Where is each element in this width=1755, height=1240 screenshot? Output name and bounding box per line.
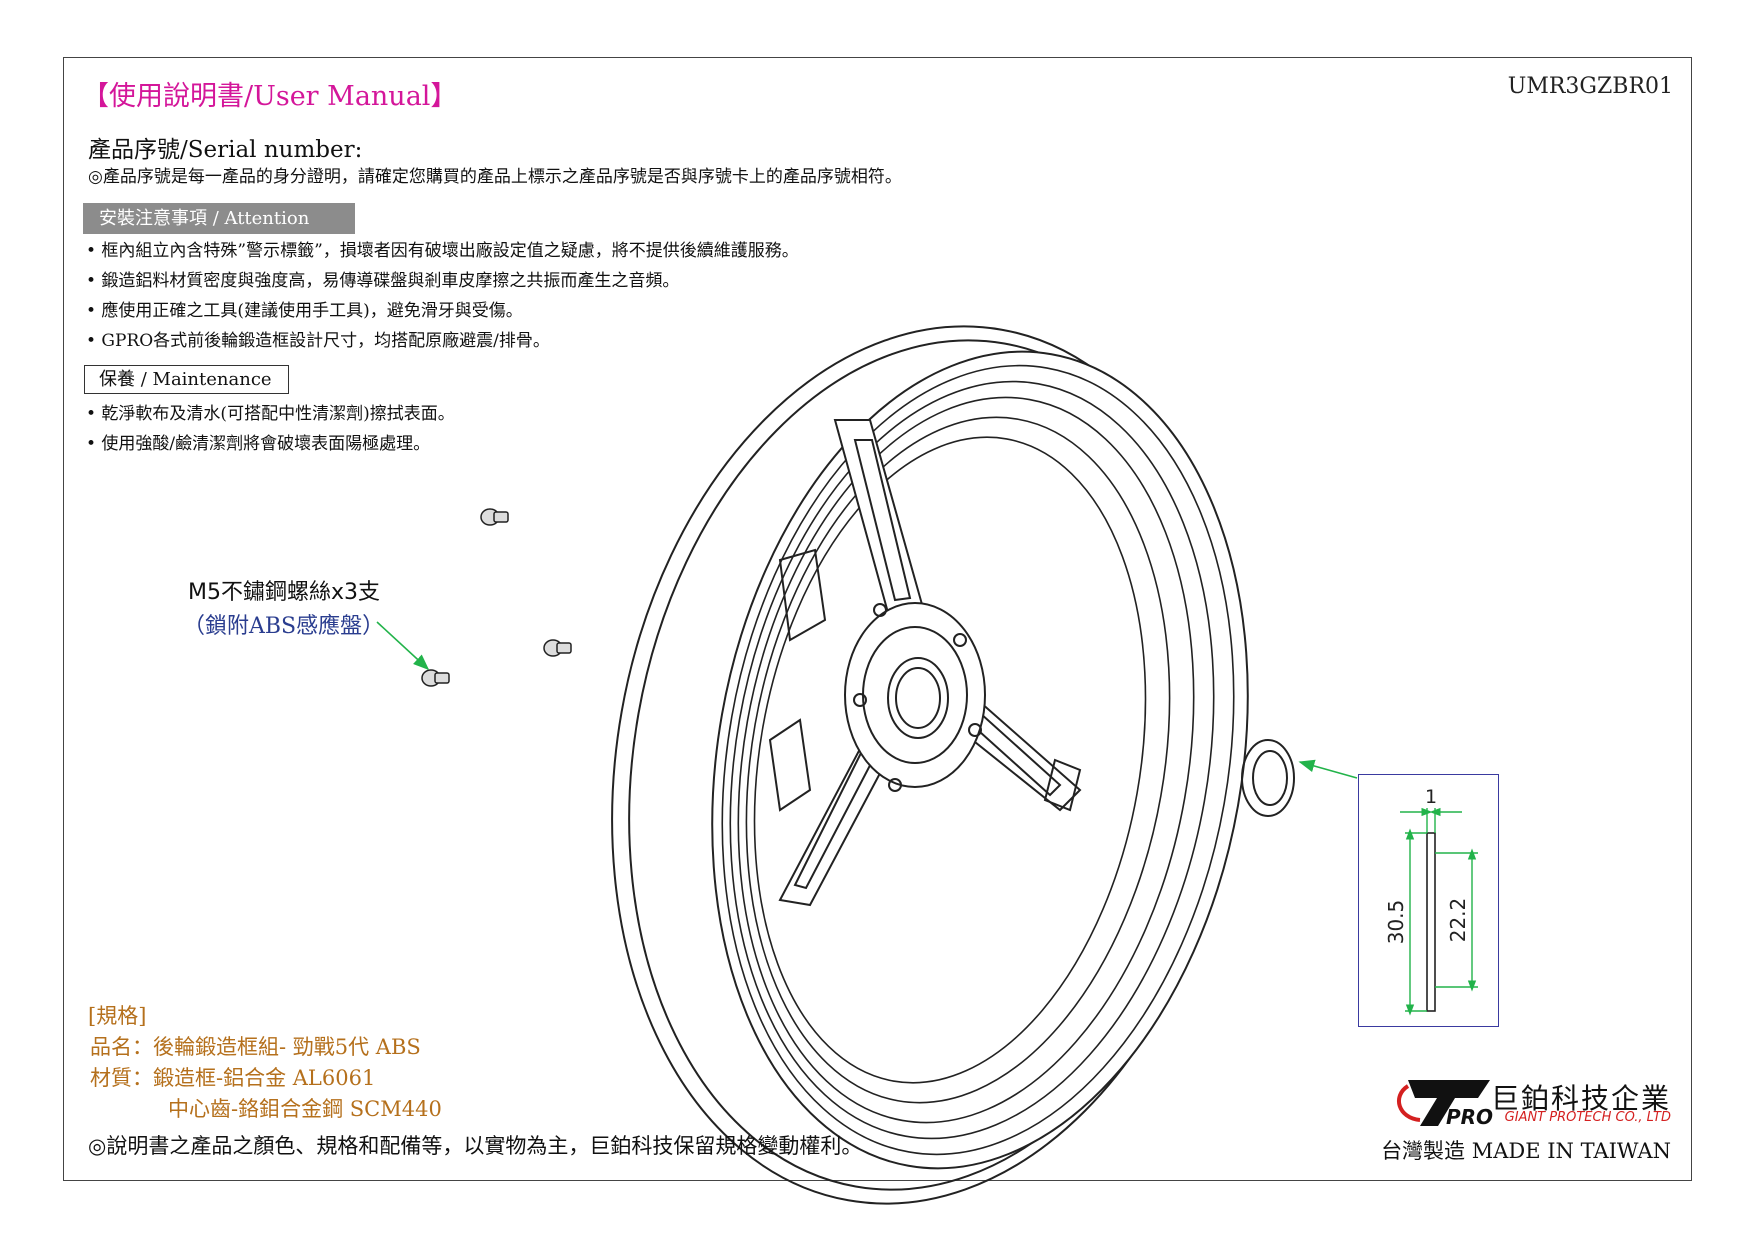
company-name-en: GIANT PROTECH CO., LTD [1504,1110,1671,1125]
made-in-label: 台灣製造 MADE IN TAIWAN [1381,1139,1671,1163]
logo-text: PRO [1446,1105,1493,1129]
serial-number-heading: 產品序號/Serial number: [88,137,363,163]
spec-material-rim: 材質：鍛造框-鋁合金 AL6061 [90,1066,376,1090]
gpro-logo: PRO [1396,1080,1493,1129]
screw-label: M5不鏽鋼螺絲x3支 [188,580,380,605]
attention-heading: 安裝注意事項 / Attention [83,203,355,234]
wheel-rim-front [711,350,1249,1170]
serial-number-note: ◎產品序號是每一產品的身分證明，請確定您購買的產品上標示之產品序號是否與序號卡上… [88,167,902,187]
attention-item: • 鍛造鋁料材質密度與強度高，易傳導碟盤與剎車皮摩擦之共振而產生之音頻。 [86,271,680,291]
disclaimer: ◎說明書之產品之顏色、規格和配備等，以實物為主，巨鉑科技保留規格變動權利。 [88,1134,863,1158]
company-name-zh: 巨鉑科技企業 [1490,1082,1671,1115]
dim-thickness: 1 [1425,786,1437,808]
spacer-detail [1400,807,1478,1016]
screw-note: （鎖附ABS感應盤） [183,614,385,639]
attention-item: • 框內組立內含特殊”警示標籤”，損壞者因有破壞出廠設定值之疑慮，將不提供後續維… [86,241,799,261]
dim-inner-diameter: 22.2 [1446,898,1470,943]
spec-heading: [規格] [88,1004,147,1028]
manual-title: 【使用說明書/User Manual】 [82,81,458,112]
screw-leader [376,621,430,671]
spacer-detail-box [1358,774,1499,1027]
screw-icon [421,508,572,687]
wheel-hub [768,419,1082,907]
maintenance-item: • 乾淨軟布及清水(可搭配中性清潔劑)擦拭表面。 [86,404,455,424]
maintenance-heading: 保養 / Maintenance [84,365,289,394]
spacer-ring [1241,739,1295,817]
spec-material-hub: 中心齒-鉻鉬合金鋼 SCM440 [168,1097,442,1121]
spec-product-name: 品名：後輪鍛造框組- 勁戰5代 ABS [90,1035,421,1059]
document-code: UMR3GZBR01 [1507,74,1673,99]
maintenance-item: • 使用強酸/鹼清潔劑將會破壞表面陽極處理。 [86,434,431,454]
attention-item: • GPRO各式前後輪鍛造框設計尺寸，均搭配原廠避震/排骨。 [86,331,550,351]
attention-item: • 應使用正確之工具(建議使用手工具)，避免滑牙與受傷。 [86,301,523,321]
spacer-leader [1298,759,1358,779]
page-frame [63,57,1692,1181]
dim-outer-diameter: 30.5 [1384,900,1408,945]
